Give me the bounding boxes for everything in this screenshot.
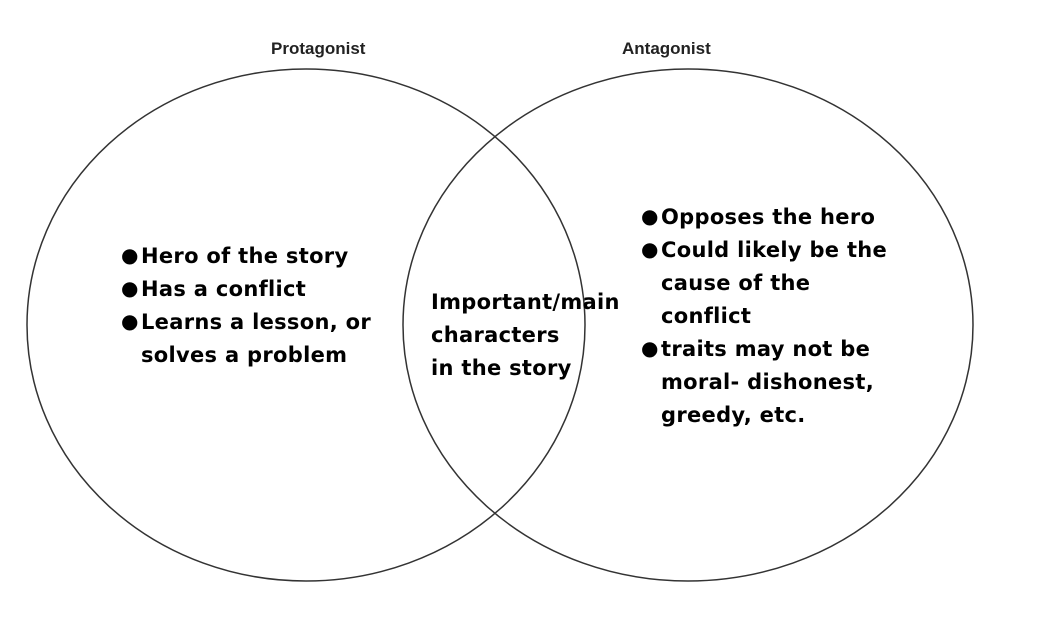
protagonist-trait: Hero of the story xyxy=(141,244,349,268)
overlap-line: Important/main xyxy=(431,290,620,314)
antagonist-circle xyxy=(402,68,974,582)
bullet-icon: ● xyxy=(641,237,659,261)
bullet-icon: ● xyxy=(121,276,139,300)
overlap-line: characters xyxy=(431,323,560,347)
list-item: ● Hero of the story xyxy=(121,240,371,273)
list-item: ● Learns a lesson, or solves a problem xyxy=(121,306,371,372)
bullet-icon: ● xyxy=(641,336,659,360)
protagonist-circle xyxy=(26,68,586,582)
protagonist-trait: Learns a lesson, or solves a problem xyxy=(141,310,371,367)
protagonist-list: ● Hero of the story ● Has a conflict ● L… xyxy=(121,240,371,372)
antagonist-trait: traits may not be moral- dishonest, gree… xyxy=(661,337,874,427)
antagonist-trait: Opposes the hero xyxy=(661,205,876,229)
bullet-icon: ● xyxy=(121,243,139,267)
protagonist-trait: Has a conflict xyxy=(141,277,307,301)
list-item: ● Could likely be the cause of the confl… xyxy=(641,234,887,333)
list-item: ● Opposes the hero xyxy=(641,201,887,234)
list-item: ● Has a conflict xyxy=(121,273,371,306)
antagonist-title: Antagonist xyxy=(622,39,711,58)
bullet-icon: ● xyxy=(641,204,659,228)
protagonist-title: Protagonist xyxy=(271,39,366,58)
antagonist-trait: Could likely be the cause of the conflic… xyxy=(661,238,888,328)
bullet-icon: ● xyxy=(121,309,139,333)
list-item: ● traits may not be moral- dishonest, gr… xyxy=(641,333,887,432)
overlap-line: in the story xyxy=(431,356,572,380)
overlap-text: Important/main characters in the story xyxy=(431,286,620,385)
antagonist-list: ● Opposes the hero ● Could likely be the… xyxy=(641,201,887,432)
